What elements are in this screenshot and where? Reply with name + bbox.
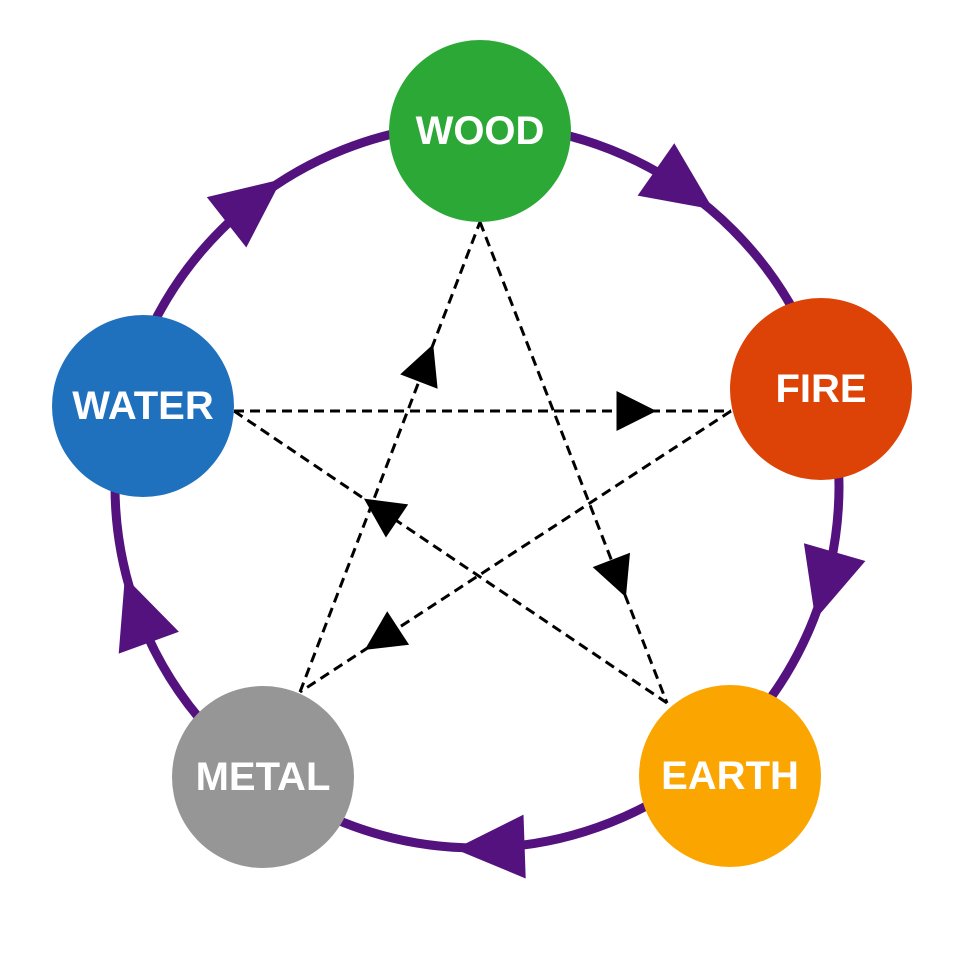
node-water-label: WATER — [72, 384, 214, 428]
controlling-cycle-lines — [233, 221, 732, 705]
node-fire: FIRE — [730, 298, 912, 480]
node-fire-circle — [730, 298, 912, 480]
arrow-fire-to-earth — [803, 543, 866, 620]
node-wood-label: WOOD — [416, 109, 545, 153]
node-earth-label: EARTH — [661, 754, 799, 798]
arrow-earth-to-metal — [454, 814, 526, 879]
arrow-wood-controls-earth — [592, 552, 630, 598]
arrow-water-to-wood — [206, 179, 282, 248]
controlling-cycle-arrows — [363, 344, 657, 650]
node-wood: WOOD — [389, 40, 571, 222]
generating-cycle-arrows — [118, 143, 866, 879]
line-metal-to-wood — [298, 221, 482, 693]
node-metal-label: METAL — [196, 755, 331, 799]
node-earth-circle — [639, 685, 821, 867]
node-wood-circle — [389, 40, 571, 222]
arrow-fire-controls-metal — [364, 611, 410, 650]
node-fire-label: FIRE — [775, 367, 866, 411]
arrow-metal-controls-wood — [400, 344, 438, 389]
node-metal: METAL — [172, 686, 354, 868]
arrow-metal-to-water — [118, 576, 179, 654]
node-water: WATER — [52, 315, 234, 497]
node-water-circle — [52, 315, 234, 497]
line-fire-to-metal — [299, 409, 732, 694]
node-metal-circle — [172, 686, 354, 868]
arrow-earth-controls-water — [363, 498, 409, 538]
arrow-wood-to-fire — [637, 143, 714, 210]
line-earth-to-water — [233, 409, 668, 705]
line-wood-to-earth — [478, 221, 669, 704]
arrow-water-controls-fire — [616, 391, 657, 431]
node-earth: EARTH — [639, 685, 821, 867]
